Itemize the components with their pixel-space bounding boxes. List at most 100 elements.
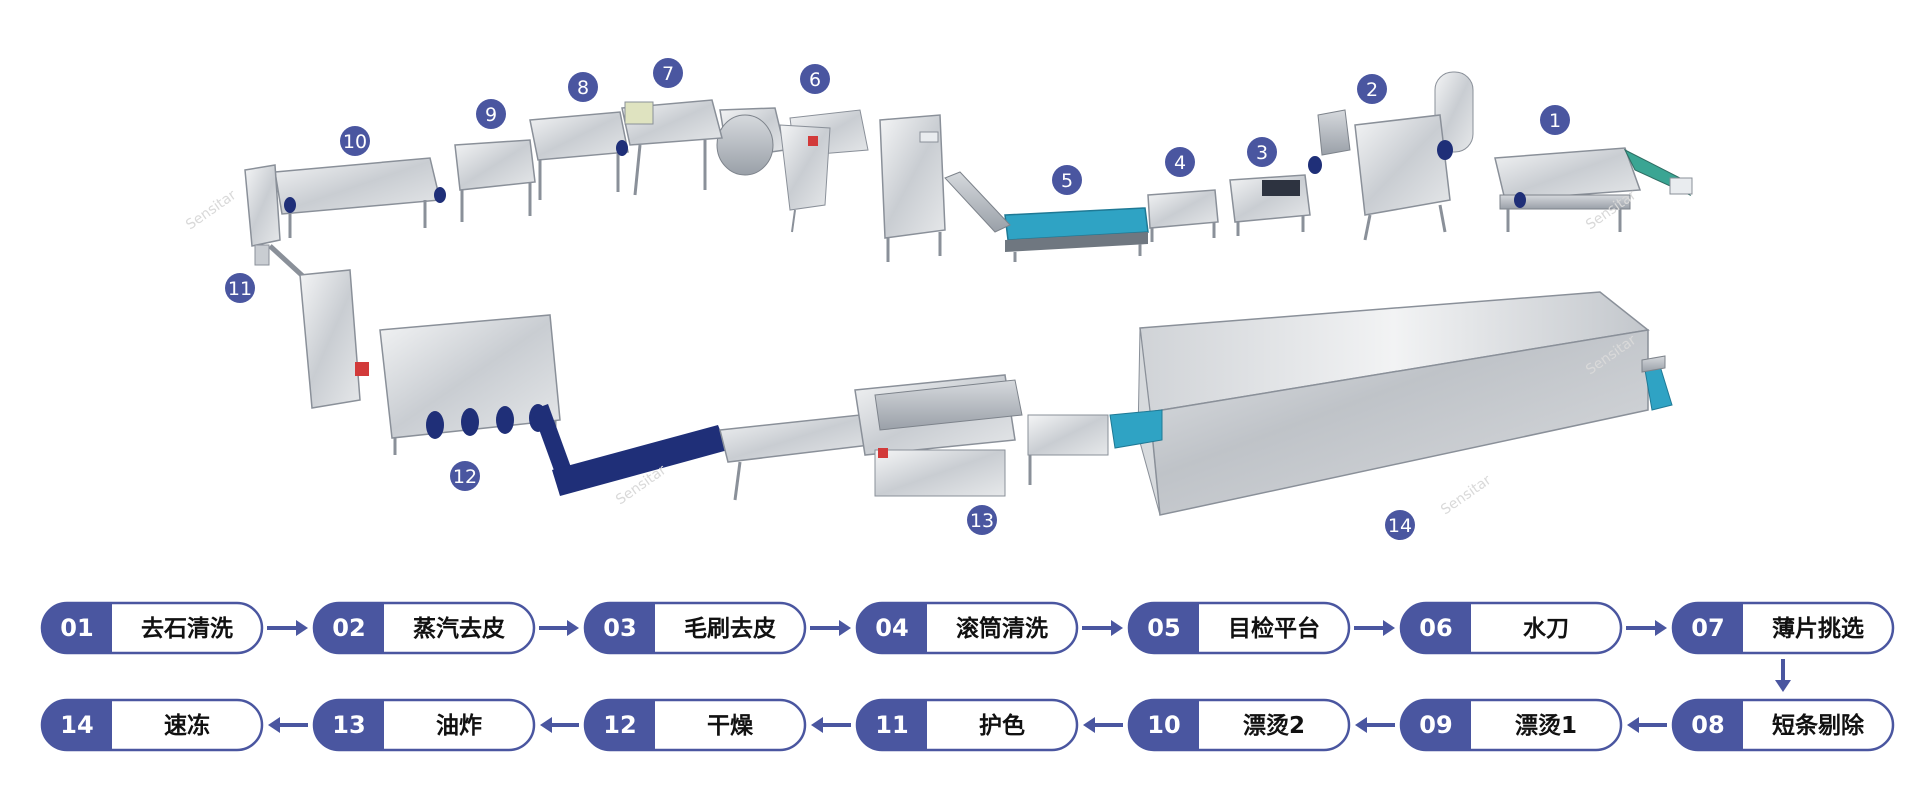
marker-number: 10 xyxy=(343,131,367,153)
step-number-badge xyxy=(314,700,384,750)
step-number-badge xyxy=(1673,603,1743,653)
equipment-marker-3: 3 xyxy=(1247,137,1277,167)
marker-circle xyxy=(225,273,255,303)
step-number: 02 xyxy=(332,614,365,642)
step-label: 蒸汽去皮 xyxy=(413,615,505,642)
flow-arrow xyxy=(1626,620,1667,636)
flow-arrow xyxy=(539,620,579,636)
equipment-marker-14: 14 xyxy=(1385,510,1415,540)
marker-number: 7 xyxy=(662,63,674,85)
marker-circle xyxy=(653,58,683,88)
lower-equipment-line xyxy=(299,269,1673,516)
step-number-badge xyxy=(1129,700,1199,750)
equipment-marker-7: 7 xyxy=(653,58,683,88)
equipment-marker-13: 13 xyxy=(967,505,997,535)
marker-number: 3 xyxy=(1256,142,1268,164)
marker-circle xyxy=(1247,137,1277,167)
equipment-brush-peeler xyxy=(1229,174,1311,236)
marker-number: 12 xyxy=(453,466,477,488)
equipment-marker-8: 8 xyxy=(568,72,598,102)
flow-arrow xyxy=(1082,620,1123,636)
flow-arrow xyxy=(1775,659,1791,692)
step-label: 漂烫2 xyxy=(1243,713,1305,739)
marker-number: 9 xyxy=(485,104,497,126)
step-number-badge xyxy=(1673,700,1743,750)
equipment-marker-11: 11 xyxy=(225,273,255,303)
step-label: 油炸 xyxy=(436,712,482,739)
marker-circle xyxy=(967,505,997,535)
equipment-marker-6: 6 xyxy=(800,64,830,94)
upper-equipment-line xyxy=(244,71,1693,292)
flow-arrow xyxy=(1627,717,1667,733)
process-step-13: 13 油炸 xyxy=(312,698,536,752)
process-step-02: 02 蒸汽去皮 xyxy=(312,601,536,655)
flow-arrow xyxy=(1355,717,1395,733)
step-number-badge xyxy=(585,700,655,750)
equipment-marker-12: 12 xyxy=(450,461,480,491)
step-number-badge xyxy=(1401,603,1471,653)
step-number: 08 xyxy=(1691,711,1724,739)
marker-circle xyxy=(1052,165,1082,195)
step-label: 目检平台 xyxy=(1228,615,1320,642)
marker-circle xyxy=(450,461,480,491)
marker-circle xyxy=(568,72,598,102)
step-number-badge xyxy=(1129,603,1199,653)
process-step-11: 11 护色 xyxy=(855,698,1079,752)
step-label: 去石清洗 xyxy=(141,616,233,642)
step-label: 毛刷去皮 xyxy=(684,616,776,642)
marker-circle xyxy=(340,126,370,156)
watermark-text: Sensitar xyxy=(1438,472,1494,518)
step-number: 11 xyxy=(875,711,908,739)
equipment-blancher-1 xyxy=(529,111,629,200)
step-number: 05 xyxy=(1147,614,1180,642)
equipment-steam-peeler xyxy=(1308,71,1474,241)
flow-arrow xyxy=(540,717,579,733)
step-number-badge xyxy=(857,603,927,653)
flow-arrow xyxy=(268,717,308,733)
flow-arrow xyxy=(267,620,308,636)
marker-circle xyxy=(1357,74,1387,104)
step-number-badge xyxy=(585,603,655,653)
step-number: 04 xyxy=(875,614,908,642)
step-number: 09 xyxy=(1419,711,1452,739)
step-number: 13 xyxy=(332,711,365,739)
step-number-badge xyxy=(1401,700,1471,750)
marker-number: 4 xyxy=(1174,152,1186,174)
equipment-marker-9: 9 xyxy=(476,99,506,129)
marker-circle xyxy=(800,64,830,94)
step-number-badge xyxy=(42,603,112,653)
step-number: 07 xyxy=(1691,614,1724,642)
step-number: 03 xyxy=(603,614,636,642)
flow-arrow xyxy=(1083,717,1123,733)
equipment-inspection-platform xyxy=(944,171,1149,262)
equipment-blancher-2 xyxy=(274,139,536,238)
step-label: 干燥 xyxy=(707,713,754,739)
equipment-marker-10: 10 xyxy=(340,126,370,156)
equipment-fryer xyxy=(719,374,1109,501)
process-step-05: 05 目检平台 xyxy=(1127,601,1351,655)
process-step-03: 03 毛刷去皮 xyxy=(583,601,807,655)
equipment-stone-washer xyxy=(1494,147,1693,232)
equipment-freezer xyxy=(1109,291,1673,516)
step-label: 护色 xyxy=(979,712,1025,739)
equipment-dryer xyxy=(299,269,561,455)
equipment-marker-4: 4 xyxy=(1165,147,1195,177)
marker-circle xyxy=(1165,147,1195,177)
step-number: 01 xyxy=(60,614,93,642)
step-label: 短条剔除 xyxy=(1772,712,1865,739)
step-label: 漂烫1 xyxy=(1515,713,1577,739)
marker-circle xyxy=(1540,105,1570,135)
marker-circle xyxy=(1385,510,1415,540)
step-number: 06 xyxy=(1419,614,1452,642)
equipment-short-strip-remover xyxy=(621,99,723,196)
step-label: 速冻 xyxy=(164,712,210,739)
equipment-drum-washer xyxy=(1147,189,1219,242)
step-number-badge xyxy=(42,700,112,750)
